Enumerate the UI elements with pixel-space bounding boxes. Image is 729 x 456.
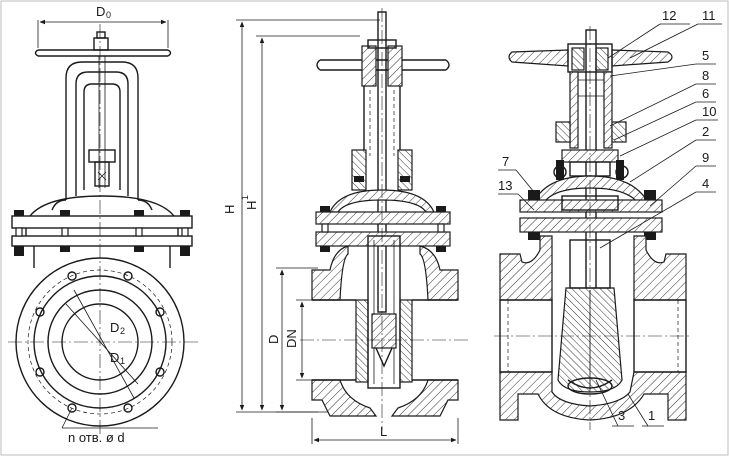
callout-1: 1 [648, 408, 655, 423]
dim-dn-label: DN [284, 329, 299, 348]
callout-11: 11 [702, 8, 716, 23]
dim-h1-subscript: 1 [240, 195, 250, 200]
side-view: H H 1 D DN L [222, 8, 470, 444]
part-callouts: 12 11 5 8 6 10 2 9 4 [498, 8, 722, 427]
dim-d-label: D [266, 335, 281, 344]
callout-8: 8 [702, 68, 709, 83]
dim-d1-label: D [110, 350, 119, 365]
callout-13: 13 [498, 178, 512, 193]
front-view: D 0 [8, 4, 200, 445]
dim-d0-subscript: 0 [106, 10, 111, 20]
callout-2: 2 [702, 124, 709, 139]
dim-d1-subscript: 1 [120, 356, 125, 366]
callout-4: 4 [702, 176, 709, 191]
callout-6: 6 [702, 86, 709, 101]
callout-9: 9 [702, 150, 709, 165]
dim-d0-label: D [96, 4, 105, 19]
dim-d2-subscript: 2 [120, 326, 125, 336]
callout-12: 12 [662, 8, 676, 23]
holes-note: n отв. ø d [68, 430, 125, 445]
callout-3: 3 [618, 408, 625, 423]
callout-10: 10 [702, 104, 716, 119]
callout-7: 7 [502, 154, 509, 169]
dim-h1-label: H [244, 201, 259, 210]
section-view: 12 11 5 8 6 10 2 9 4 [494, 8, 722, 430]
flange-bolt-holes [35, 271, 165, 413]
dim-h-label: H [222, 205, 237, 214]
callout-5: 5 [702, 48, 709, 63]
dim-l-label: L [380, 424, 387, 439]
dim-d2-label: D [110, 320, 119, 335]
flange-bolts-front [14, 210, 190, 256]
